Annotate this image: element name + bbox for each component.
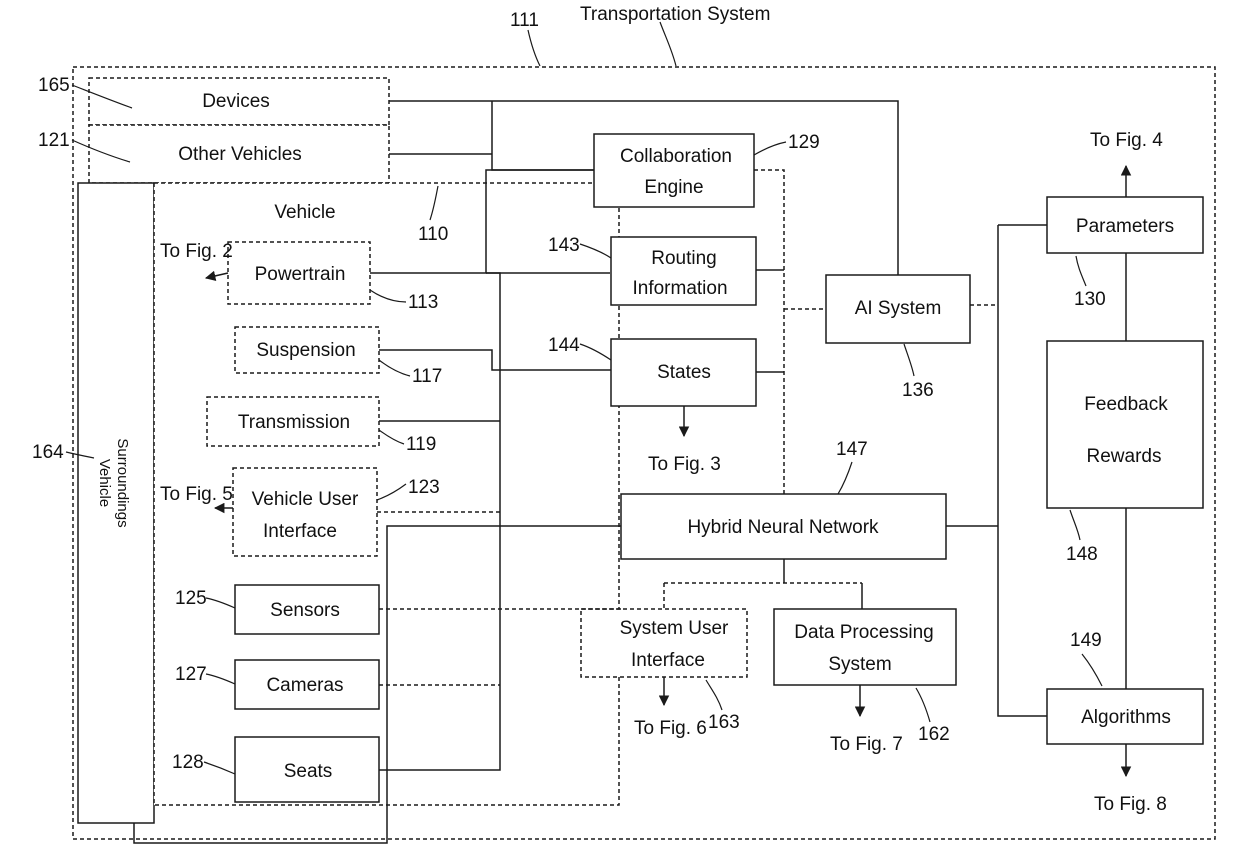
algorithms-label: Algorithms [1081,707,1171,728]
collab-label-1: Collaboration [620,146,732,167]
states-label: States [657,362,711,383]
vehicle-label: Vehicle [274,202,335,223]
feedback-rewards-block [1047,341,1203,508]
ref-111: 111 [510,10,539,31]
collab-label-2: Engine [644,177,703,198]
system-title: Transportation System [580,4,770,25]
to-fig-4-label: To Fig. 4 [1090,130,1163,151]
ref-164: 164 [32,442,64,463]
routing-label-2: Information [632,278,727,299]
vehicle-user-interface-block [233,468,377,556]
surroundings-label-1: Vehicle [96,459,113,507]
seats-label: Seats [284,761,333,782]
sensors-label: Sensors [270,600,340,621]
ref-148: 148 [1066,544,1098,565]
ref-165: 165 [38,75,70,96]
ai-system-label: AI System [855,298,942,319]
to-fig-8-label: To Fig. 8 [1094,794,1167,815]
surroundings-label-2: Surroundings [114,438,131,527]
routing-label-1: Routing [651,248,717,269]
leader-title [660,22,676,66]
ref-123: 123 [408,477,440,498]
ref-147: 147 [836,439,868,460]
leader-111 [528,30,540,66]
dps-label-1: Data Processing [794,622,933,643]
powertrain-label: Powertrain [255,264,346,285]
hnn-label: Hybrid Neural Network [687,517,879,538]
feedback-label-1: Feedback [1084,394,1168,415]
sui-label-2: Interface [631,650,705,671]
cameras-label: Cameras [266,675,343,696]
vui-label-2: Interface [263,521,337,542]
ref-143: 143 [548,235,580,256]
ref-125: 125 [175,588,207,609]
ref-163: 163 [708,712,740,733]
to-fig-6-label: To Fig. 6 [634,718,707,739]
vui-label-1: Vehicle User [252,489,359,510]
feedback-label-2: Rewards [1087,446,1162,467]
other-vehicles-label: Other Vehicles [178,144,302,165]
transmission-label: Transmission [238,412,350,433]
ref-144: 144 [548,335,580,356]
to-fig-7-label: To Fig. 7 [830,734,903,755]
ref-129: 129 [788,132,820,153]
ref-119: 119 [406,434,436,455]
ref-113: 113 [408,292,438,313]
ref-162: 162 [918,724,950,745]
parameters-label: Parameters [1076,216,1174,237]
ref-127: 127 [175,664,207,685]
to-fig-2-label: To Fig. 2 [160,241,233,262]
devices-label: Devices [202,91,270,112]
suspension-label: Suspension [256,340,355,361]
ref-136: 136 [902,380,934,401]
ref-149: 149 [1070,630,1102,651]
ref-110: 110 [418,224,448,245]
to-fig-5-label: To Fig. 5 [160,484,233,505]
ref-121: 121 [38,130,70,151]
sui-label-1: System User [620,618,729,639]
ref-130: 130 [1074,289,1106,310]
dps-label-2: System [828,654,891,675]
ref-117: 117 [412,366,442,387]
to-fig-3-label: To Fig. 3 [648,454,721,475]
ref-128: 128 [172,752,204,773]
